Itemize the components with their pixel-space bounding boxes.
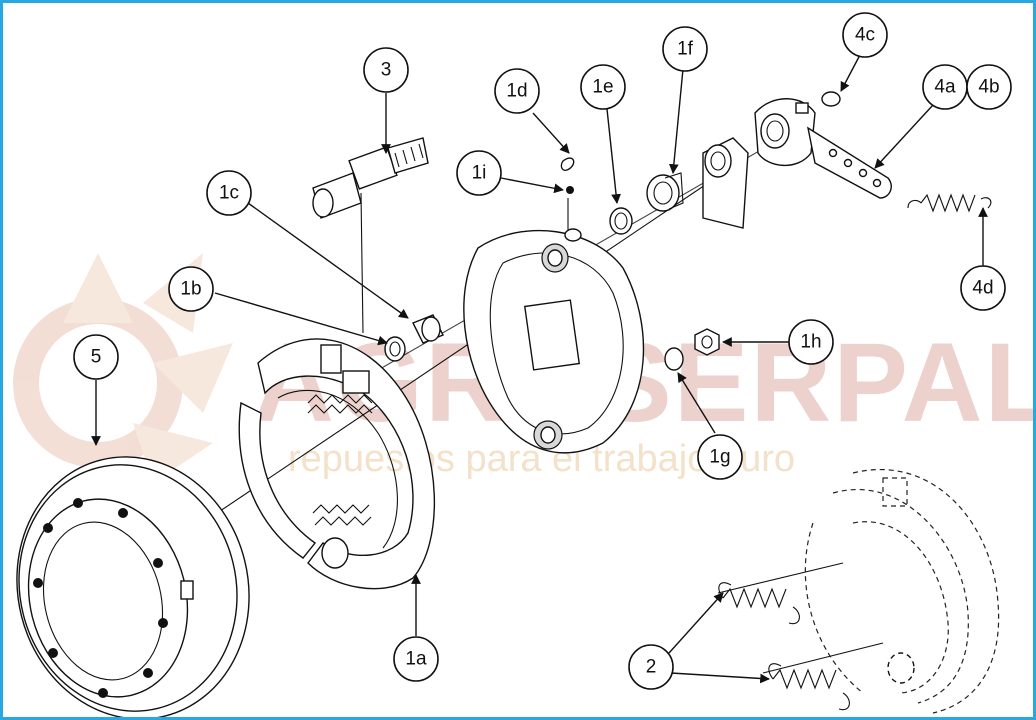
callout-4b: 4b <box>966 64 1012 110</box>
flanged-bushing-1f <box>646 172 684 212</box>
washer-1b <box>384 336 406 362</box>
callout-label: 1a <box>405 649 427 670</box>
washer-1e <box>609 207 633 235</box>
callout-label: 2 <box>646 657 657 678</box>
callout-1g: 1g <box>697 434 743 480</box>
ghost-brake-shoe <box>804 468 1000 714</box>
mounting-bracket <box>702 137 749 229</box>
lock-washer-1g <box>664 347 684 371</box>
callout-1b: 1b <box>168 266 214 312</box>
callout-4c: 4c <box>842 12 888 58</box>
grease-nipple <box>566 186 574 194</box>
leader-lines <box>91 52 988 684</box>
bushing <box>412 314 444 344</box>
brake-drum <box>16 456 250 717</box>
callout-label: 4b <box>978 77 999 98</box>
retaining-clip-1d <box>560 157 575 171</box>
callout-label: 1c <box>219 183 239 204</box>
callout-label: 3 <box>381 60 392 81</box>
callout-3: 3 <box>363 47 409 93</box>
hex-nut-1h <box>694 328 720 356</box>
callout-label: 1e <box>592 77 613 98</box>
callout-label: 1f <box>677 39 694 60</box>
callout-1c: 1c <box>206 170 252 216</box>
callout-label: 1g <box>709 447 730 468</box>
callout-4a: 4a <box>922 64 968 110</box>
callout-2: 2 <box>628 644 674 690</box>
snap-ring-4c <box>821 91 841 107</box>
callout-label: 4c <box>855 25 875 46</box>
backing-plate <box>463 228 645 454</box>
return-spring-4d <box>907 193 992 213</box>
callout-label: 1b <box>180 279 201 300</box>
camshaft <box>312 137 429 219</box>
callout-label: 4d <box>972 278 993 299</box>
callout-1d: 1d <box>494 68 540 114</box>
callout-label: 1h <box>800 332 821 353</box>
callout-label: 4a <box>934 77 956 98</box>
callout-label: 5 <box>91 347 102 368</box>
callout-label: 1i <box>472 163 487 184</box>
callout-1h: 1h <box>788 319 834 365</box>
slack-adjuster <box>754 98 892 199</box>
callout-1a: 1a <box>393 636 439 682</box>
callout-1e: 1e <box>580 64 626 110</box>
callout-4d: 4d <box>960 265 1006 311</box>
callout-label: 1d <box>506 81 527 102</box>
callout-5: 5 <box>73 334 119 380</box>
callout-1f: 1f <box>662 26 708 72</box>
brake-shoe-assembly <box>238 338 436 590</box>
brake-shoe-springs <box>718 582 850 711</box>
exploded-brake-assembly-diagram: AGROSERPAL repuestos para el trabajo dur… <box>13 12 1033 717</box>
callout-1i: 1i <box>456 150 502 196</box>
